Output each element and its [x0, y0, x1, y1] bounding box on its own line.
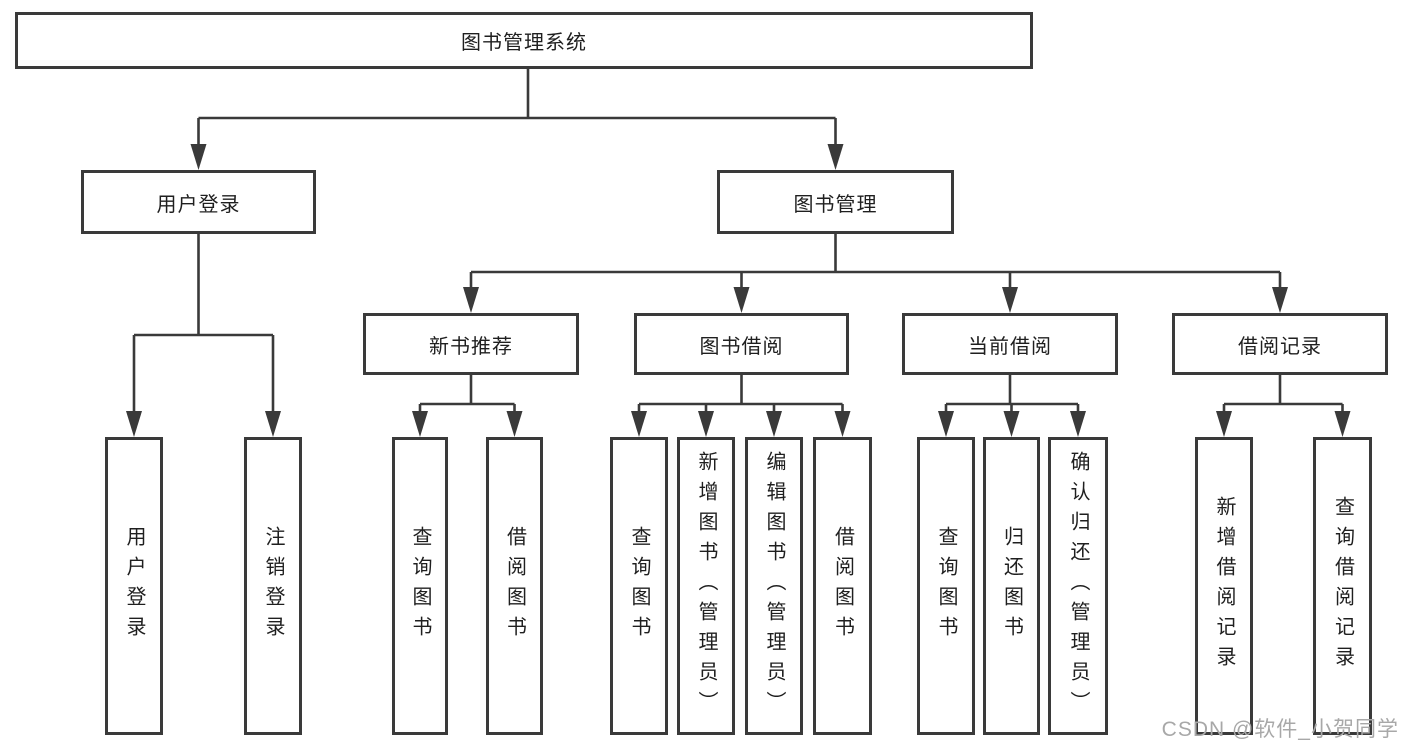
node-borrow-records: 借阅记录	[1172, 313, 1388, 375]
node-library-management-system: 图书管理系统	[15, 12, 1033, 69]
leaf-edit-books-admin: 编辑图书（管理员）	[745, 437, 803, 735]
node-book-management: 图书管理	[717, 170, 954, 234]
leaf-query-books-borrowing: 查询图书	[610, 437, 668, 735]
arrowhead-group	[126, 144, 1351, 437]
node-user-login: 用户登录	[81, 170, 316, 234]
leaf-query-books-current: 查询图书	[917, 437, 975, 735]
leaf-return-books: 归还图书	[983, 437, 1040, 735]
leaf-add-borrow-record: 新增借阅记录	[1195, 437, 1253, 735]
leaf-borrow-books-borrowing: 借阅图书	[813, 437, 872, 735]
node-new-book-recommend: 新书推荐	[363, 313, 579, 375]
leaf-logout-login: 注销登录	[244, 437, 302, 735]
leaf-query-books-recommend: 查询图书	[392, 437, 448, 735]
csdn-watermark: CSDN @软件_小贺同学	[1161, 718, 1399, 741]
leaf-borrow-books-recommend: 借阅图书	[486, 437, 543, 735]
node-current-borrowing: 当前借阅	[902, 313, 1118, 375]
leaf-add-books-admin: 新增图书（管理员）	[677, 437, 735, 735]
leaf-confirm-return-admin: 确认归还（管理员）	[1048, 437, 1108, 735]
leaf-user-login: 用户登录	[105, 437, 163, 735]
node-book-borrowing: 图书借阅	[634, 313, 849, 375]
leaf-query-borrow-record: 查询借阅记录	[1313, 437, 1372, 735]
